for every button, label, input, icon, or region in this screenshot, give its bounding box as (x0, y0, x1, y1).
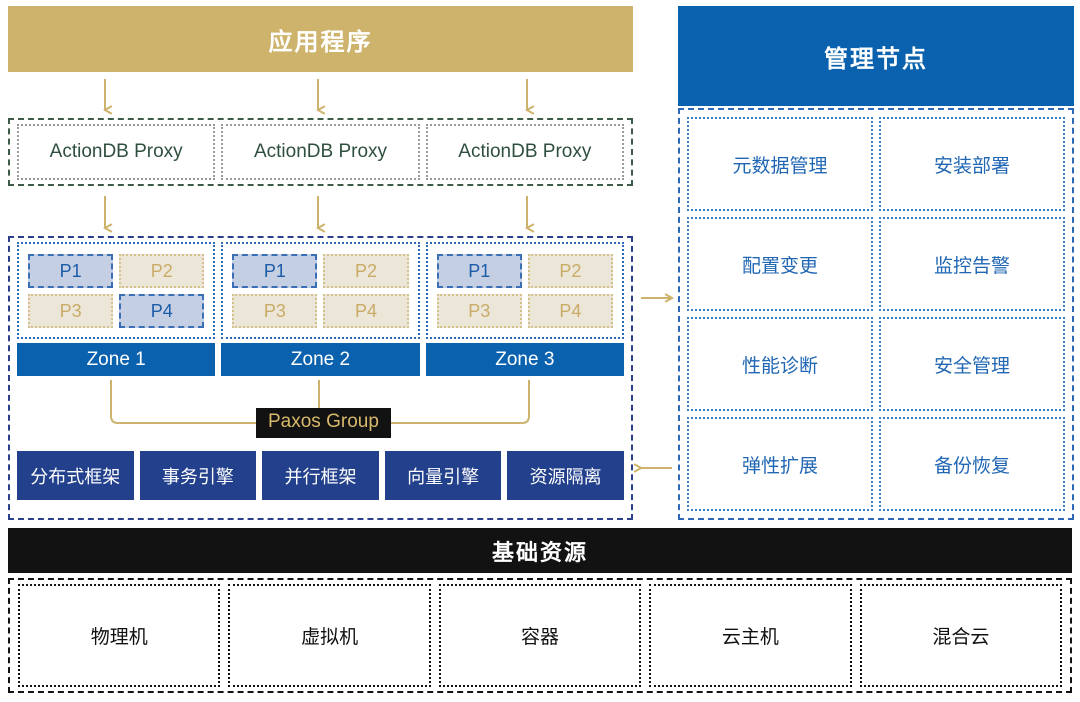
zone-row: P1 P2 P3 P4 Zone 1 (14, 242, 627, 382)
partition-label: P4 (355, 300, 378, 321)
zone-partition-container: P1 P2 P3 P4 (425, 242, 624, 339)
proxy-layer-container (8, 118, 633, 186)
partition-cell[interactable]: P1 (28, 254, 114, 288)
paxos-group-label-box: Paxos Group (256, 408, 391, 438)
infrastructure-cell[interactable]: 云主机 (649, 584, 852, 687)
infrastructure-grid-container (8, 578, 1072, 693)
partition-label: P2 (559, 260, 582, 281)
framework-cell[interactable]: 分布式框架 (17, 451, 134, 500)
management-cell[interactable]: 安全管理 (879, 317, 1065, 411)
partition-label: P4 (150, 300, 173, 321)
zone-name-label: Zone 3 (495, 348, 555, 370)
infrastructure-cell-label: 云主机 (721, 627, 779, 648)
zone-group: P1 P2 P3 P4 Zone 2 (221, 242, 420, 382)
partition-label: P1 (263, 260, 286, 281)
infrastructure-cell[interactable]: 容器 (438, 584, 642, 687)
management-cell[interactable]: 安装部署 (879, 117, 1065, 211)
zone-name-label: Zone 2 (290, 348, 351, 370)
framework-cell[interactable]: 事务引擎 (139, 451, 257, 500)
proxy-node-label: ActionDB Proxy (49, 141, 183, 162)
management-cell[interactable]: 监控告警 (879, 217, 1065, 311)
zone-name-label: Zone 1 (86, 348, 146, 370)
management-cell-label: 弹性扩展 (741, 455, 818, 477)
framework-row: 分布式框架 事务引擎 并行框架 向量引擎 资源隔离 (14, 451, 627, 500)
management-cell[interactable]: 弹性扩展 (687, 417, 873, 511)
framework-cell[interactable]: 并行框架 (262, 451, 379, 500)
infrastructure-cell[interactable]: 虚拟机 (228, 584, 431, 687)
management-cell-label: 元数据管理 (732, 155, 828, 177)
partition-cell[interactable]: P4 (527, 294, 613, 328)
partition-cell[interactable]: P4 (323, 294, 409, 328)
partition-cell[interactable]: P1 (436, 254, 522, 288)
core-layer-container (8, 236, 633, 520)
infrastructure-layer-banner: 基础资源 (8, 528, 1072, 573)
zone-partition-container: P1 P2 P3 P4 (221, 242, 420, 339)
infrastructure-cell-label: 容器 (521, 627, 560, 648)
zone-group: P1 P2 P3 P4 Zone 1 (17, 242, 216, 382)
management-cell-label: 安装部署 (933, 155, 1010, 177)
framework-cell-label: 分布式框架 (30, 466, 121, 487)
partition-label: P1 (468, 260, 491, 281)
framework-cell-label: 资源隔离 (529, 466, 602, 487)
zone-name-bar[interactable]: Zone 1 (17, 343, 216, 376)
zone-partition-container: P1 P2 P3 P4 (17, 242, 216, 339)
infrastructure-cell-label: 虚拟机 (301, 627, 359, 648)
management-cell-label: 性能诊断 (741, 355, 818, 377)
management-cell-label: 备份恢复 (933, 455, 1010, 477)
partition-label: P4 (559, 300, 582, 321)
management-cell[interactable]: 元数据管理 (687, 117, 873, 211)
management-panel-banner: 管理节点 (678, 6, 1074, 106)
management-panel-title: 管理节点 (824, 45, 928, 73)
management-cell[interactable]: 备份恢复 (879, 417, 1065, 511)
proxy-node[interactable]: ActionDB Proxy (221, 124, 420, 180)
infrastructure-row: 物理机 虚拟机 容器 云主机 混合云 (14, 584, 1066, 687)
infrastructure-cell-label: 物理机 (90, 627, 148, 648)
proxy-node-label: ActionDB Proxy (253, 141, 388, 162)
partition-label: P3 (263, 300, 286, 321)
management-grid-container (678, 108, 1074, 520)
framework-cell-label: 事务引擎 (161, 466, 234, 487)
zone-name-bar[interactable]: Zone 2 (221, 343, 420, 376)
framework-cell-label: 向量引擎 (407, 466, 480, 487)
partition-label: P3 (468, 300, 491, 321)
proxy-node[interactable]: ActionDB Proxy (17, 124, 216, 180)
partition-label: P1 (59, 260, 82, 281)
proxy-layer-row: ActionDB Proxy ActionDB Proxy ActionDB P… (14, 124, 627, 180)
management-cell[interactable]: 性能诊断 (687, 317, 873, 411)
partition-cell[interactable]: P2 (323, 254, 409, 288)
proxy-node[interactable]: ActionDB Proxy (425, 124, 624, 180)
infrastructure-cell[interactable]: 混合云 (859, 584, 1063, 687)
application-layer-banner: 应用程序 (8, 6, 633, 72)
framework-cell-label: 并行框架 (284, 466, 357, 487)
framework-cell[interactable]: 资源隔离 (507, 451, 624, 500)
proxy-node-label: ActionDB Proxy (458, 141, 592, 162)
partition-cell[interactable]: P3 (232, 294, 318, 328)
partition-cell[interactable]: P1 (232, 254, 318, 288)
infrastructure-layer-title: 基础资源 (491, 539, 588, 565)
partition-cell[interactable]: P3 (28, 294, 114, 328)
management-cell-label: 安全管理 (933, 355, 1010, 377)
partition-cell[interactable]: P2 (527, 254, 613, 288)
infrastructure-cell-label: 混合云 (932, 627, 990, 648)
partition-label: P2 (355, 260, 378, 281)
management-cell-label: 配置变更 (741, 255, 818, 277)
partition-cell[interactable]: P2 (119, 254, 205, 288)
partition-grid: P1 P2 P3 P4 (229, 251, 411, 331)
application-layer-title: 应用程序 (268, 28, 373, 56)
partition-cell[interactable]: P3 (436, 294, 522, 328)
partition-cell[interactable]: P4 (119, 294, 205, 328)
partition-grid: P1 P2 P3 P4 (434, 251, 616, 331)
infrastructure-cell[interactable]: 物理机 (18, 584, 221, 687)
framework-cell[interactable]: 向量引擎 (384, 451, 502, 500)
zone-group: P1 P2 P3 P4 Zone 3 (425, 242, 624, 382)
management-cell[interactable]: 配置变更 (687, 217, 873, 311)
paxos-group-label: Paxos Group (268, 411, 379, 432)
management-grid: 元数据管理 安装部署 配置变更 监控告警 性能诊断 安全管理 弹性扩展 备份恢复 (684, 114, 1068, 514)
zone-name-bar[interactable]: Zone 3 (425, 343, 624, 376)
management-cell-label: 监控告警 (933, 255, 1010, 277)
partition-label: P3 (59, 300, 82, 321)
partition-label: P2 (150, 260, 173, 281)
partition-grid: P1 P2 P3 P4 (25, 251, 207, 331)
